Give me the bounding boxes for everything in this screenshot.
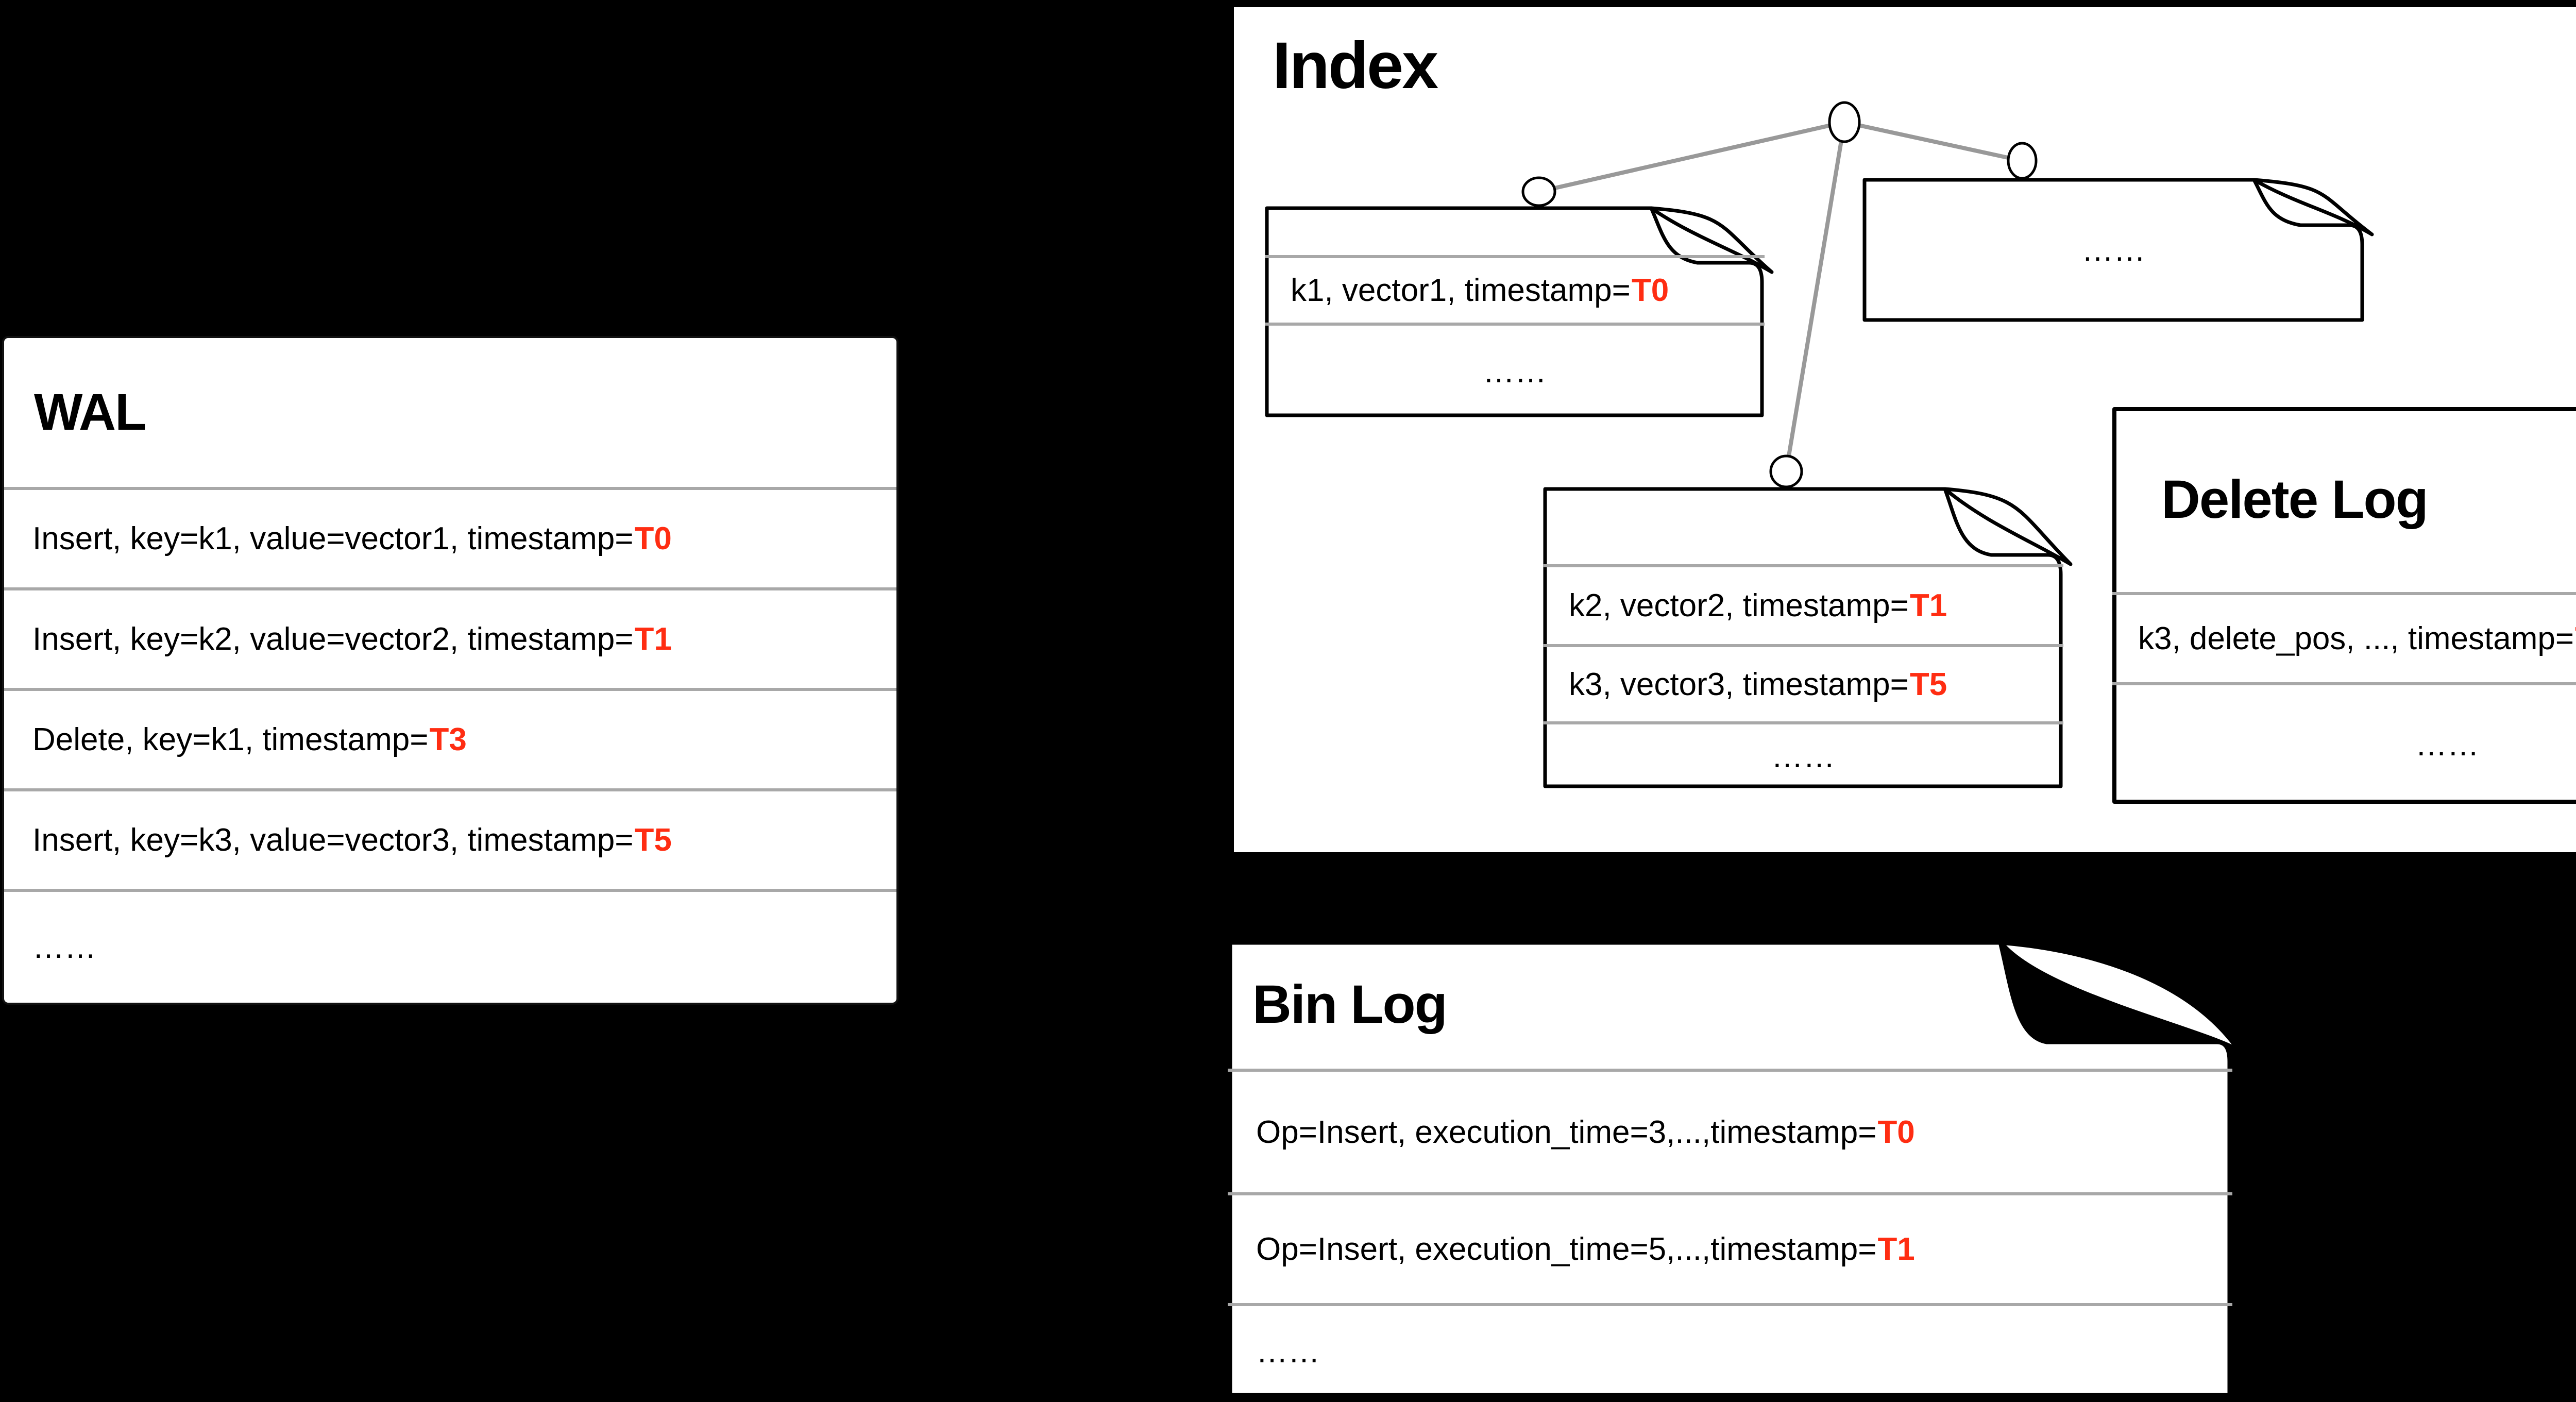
timestamp-badge: T3 — [2575, 620, 2576, 657]
bin-log-row-text: Op=Insert, execution_time=3,...,timestam… — [1256, 1114, 1877, 1150]
index-segment2-doc: …… — [1862, 178, 2374, 322]
delete-log-row-k3: k3, delete_pos, ..., timestamp=T3 — [2112, 592, 2576, 682]
page-curl-icon — [2252, 178, 2374, 237]
index-panel: Index k1, vector1, timestamp=T0 …… — [1234, 7, 2576, 852]
page-curl-icon — [1998, 940, 2242, 1054]
segment-header — [1265, 206, 1765, 255]
timestamp-badge: T0 — [634, 521, 672, 556]
segment-row-ellipsis: …… — [1543, 721, 2063, 788]
wal-row-text: Insert, key=k3, value=vector3, timestamp… — [32, 822, 634, 858]
segment-header — [1543, 487, 2063, 564]
delete-log-title: Delete Log — [2161, 469, 2429, 530]
segment-row-text: k1, vector1, timestamp= — [1291, 273, 1631, 308]
timestamp-badge: T1 — [1909, 588, 1947, 623]
segment-row-k1: k1, vector1, timestamp=T0 — [1265, 255, 1765, 323]
tree-root-node — [1828, 101, 1861, 143]
wal-row-text: Insert, key=k2, value=vector2, timestamp… — [32, 621, 634, 657]
timestamp-badge: T5 — [634, 822, 672, 858]
delete-log-row-ellipsis: …… — [2112, 682, 2576, 804]
timestamp-badge: T1 — [634, 621, 672, 657]
timestamp-badge: T0 — [1631, 273, 1669, 308]
timestamp-badge: T5 — [1909, 666, 1947, 702]
bin-log-row-2: Op=Insert, execution_time=5,...,timestam… — [1228, 1192, 2232, 1303]
delete-log-row-text: k3, delete_pos, ..., timestamp= — [2138, 621, 2574, 656]
timestamp-badge: T1 — [1877, 1231, 1915, 1267]
wal-log-box: WAL Insert, key=k1, value=vector1, times… — [2, 336, 899, 1005]
wal-row-ellipsis: …… — [4, 889, 896, 1003]
tree-node-left — [1521, 176, 1556, 207]
bin-log-row-ellipsis: …… — [1228, 1303, 2232, 1397]
wal-row-insert-k2: Insert, key=k2, value=vector2, timestamp… — [4, 587, 896, 688]
ellipsis-text: …… — [32, 930, 96, 965]
bin-log-row-1: Op=Insert, execution_time=3,...,timestam… — [1228, 1069, 2232, 1192]
document-page-shape — [1265, 206, 1774, 417]
wal-row-delete-k1: Delete, key=k1, timestamp=T3 — [4, 688, 896, 788]
ellipsis-text: …… — [2415, 727, 2479, 763]
bin-log-doc: Bin Log Op=Insert, execution_time=3,...,… — [1227, 940, 2242, 1398]
page-curl-icon — [1943, 487, 2073, 566]
bin-log-row-text: Op=Insert, execution_time=5,...,timestam… — [1256, 1231, 1877, 1267]
segment-row-k2: k2, vector2, timestamp=T1 — [1543, 564, 2063, 644]
document-page-shape — [1862, 178, 2374, 322]
segment-row-text: k2, vector2, timestamp= — [1569, 588, 1909, 623]
index-tree-graph — [1521, 101, 2038, 488]
segment-row-k3: k3, vector3, timestamp=T5 — [1543, 644, 2063, 721]
wal-row-insert-k1: Insert, key=k1, value=vector1, timestamp… — [4, 487, 896, 587]
document-page-shape — [2112, 407, 2576, 804]
segment-row-text: k3, vector3, timestamp= — [1569, 666, 1909, 702]
tree-edge-root-middle — [1784, 122, 1846, 472]
tree-node-right — [2007, 142, 2038, 180]
timestamp-badge: T0 — [1877, 1114, 1915, 1150]
page-curl-icon — [1649, 206, 1774, 274]
wal-row-insert-k3: Insert, key=k3, value=vector3, timestamp… — [4, 788, 896, 889]
tree-edge-root-right — [1844, 120, 2023, 163]
segment-row-ellipsis: …… — [1265, 323, 1765, 417]
ellipsis-text: …… — [1483, 353, 1547, 390]
delete-log-doc: Delete Log k3, delete_pos, ..., timestam… — [2112, 407, 2576, 804]
index-title: Index — [1273, 29, 1438, 103]
bin-log-title: Bin Log — [1252, 974, 1448, 1035]
wal-row-text: Insert, key=k1, value=vector1, timestamp… — [32, 521, 634, 556]
document-page-shape — [1227, 940, 2242, 1398]
tree-node-middle — [1769, 454, 1803, 488]
ellipsis-text: …… — [2081, 232, 2146, 268]
ellipsis-text: …… — [1256, 1334, 1320, 1370]
tree-edge-root-left — [1538, 120, 1845, 194]
wal-title: WAL — [34, 383, 146, 441]
wal-row-text: Delete, key=k1, timestamp= — [32, 722, 429, 757]
timestamp-badge: T3 — [429, 722, 467, 757]
index-segment1-doc: k1, vector1, timestamp=T0 …… — [1265, 206, 1774, 417]
index-segment3-doc: k2, vector2, timestamp=T1 k3, vector3, t… — [1543, 487, 2073, 788]
segment-row-ellipsis: …… — [1862, 178, 2365, 322]
ellipsis-text: …… — [1771, 738, 1835, 774]
